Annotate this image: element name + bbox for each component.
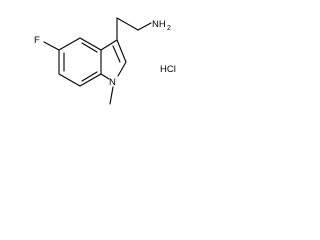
- bond-c9-c4: [58, 37, 81, 51]
- bond-c-f: [43, 41, 60, 51]
- fluorine-label: F: [34, 35, 40, 46]
- amine-label: NH: [152, 19, 166, 30]
- bond-c2-n1: [117, 61, 127, 77]
- bond-c3-c2: [116, 39, 127, 63]
- bond-n-methyl: [109, 86, 114, 105]
- hcl-salt-label: HCl: [160, 64, 176, 75]
- bond-n1-c7a: [100, 73, 110, 80]
- bond-c4-c5: [79, 37, 102, 51]
- amine-subscript: 2: [167, 25, 171, 32]
- bond-ch2-n: [137, 22, 152, 31]
- ring-nitrogen-label: N: [109, 77, 116, 88]
- bond-ch2-ch2: [116, 17, 139, 31]
- bond-c3a-c3: [100, 39, 118, 51]
- bond-c6-c7: [79, 73, 102, 87]
- structure-canvas: F N NH 2 HCl: [0, 0, 201, 125]
- bond-c6-c7-double: [81, 71, 98, 82]
- bond-c7-c8: [58, 73, 81, 87]
- bond-c3-c2-double: [112, 45, 121, 63]
- bond-c4-c5-double: [81, 42, 98, 53]
- molecule-drawing: F N NH 2 HCl: [34, 17, 176, 105]
